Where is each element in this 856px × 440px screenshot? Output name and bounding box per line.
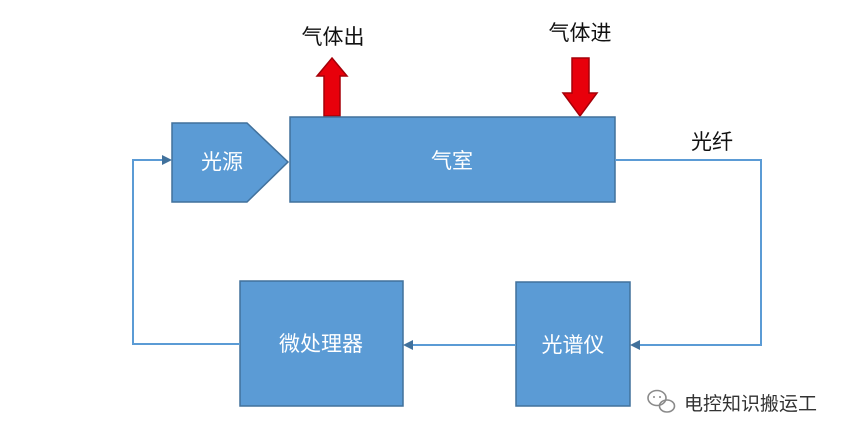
fiber-connector bbox=[615, 159, 762, 350]
microprocessor-label: 微处理器 bbox=[279, 332, 363, 356]
microprocessor-node: 微处理器 bbox=[239, 280, 404, 407]
spectrometer-node: 光谱仪 bbox=[515, 281, 631, 407]
watermark-text: 电控知识搬运工 bbox=[684, 393, 817, 415]
watermark: 电控知识搬运工 bbox=[647, 389, 817, 415]
wechat-icon bbox=[647, 389, 676, 413]
optical-fiber-label: 光纤 bbox=[691, 130, 733, 154]
microprocessor-to-light-source-connector bbox=[132, 155, 240, 345]
light-source-node: 光源 bbox=[171, 122, 290, 203]
gas-cell-node: 气室 bbox=[289, 116, 616, 203]
gas-out-arrow bbox=[315, 56, 349, 117]
gas-in-arrow bbox=[561, 57, 599, 118]
spectrometer-label: 光谱仪 bbox=[542, 333, 605, 357]
gas-in-label: 气体进 bbox=[549, 21, 612, 45]
light-source-label: 光源 bbox=[201, 150, 243, 174]
gas-out-label: 气体出 bbox=[302, 25, 365, 49]
gas-cell-label: 气室 bbox=[431, 149, 473, 173]
